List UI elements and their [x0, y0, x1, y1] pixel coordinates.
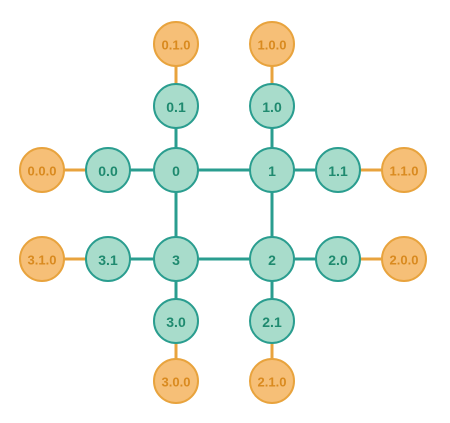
node-circle [249, 21, 295, 67]
node-circle [153, 236, 199, 282]
node-circle [315, 236, 361, 282]
node-2-1-0: 2.1.0 [249, 358, 295, 404]
node-label: 3 [172, 252, 180, 268]
node-label: 0.1.0 [162, 38, 191, 53]
node-label: 2.1.0 [258, 375, 287, 390]
node-2-0: 2.0 [315, 236, 361, 282]
node-circle [19, 147, 65, 193]
node-circle [153, 298, 199, 344]
edges-layer [42, 44, 404, 381]
node-2-1: 2.1 [249, 298, 295, 344]
node-circle [381, 147, 427, 193]
node-2: 2 [249, 236, 295, 282]
node-circle [153, 358, 199, 404]
node-label: 3.0.0 [162, 375, 191, 390]
node-circle [249, 83, 295, 129]
node-3-1: 3.1 [85, 236, 131, 282]
node-label: 3.1 [98, 252, 118, 268]
node-circle [85, 147, 131, 193]
node-label: 1.0.0 [258, 38, 287, 53]
node-label: 2 [268, 252, 276, 268]
node-3-1-0: 3.1.0 [19, 236, 65, 282]
node-circle [249, 147, 295, 193]
node-0-0-0: 0.0.0 [19, 147, 65, 193]
node-label: 0.0.0 [28, 164, 57, 179]
node-1: 1 [249, 147, 295, 193]
node-label: 0.1 [166, 99, 186, 115]
node-label: 1 [268, 163, 276, 179]
node-label: 3.0 [166, 314, 186, 330]
node-3-0-0: 3.0.0 [153, 358, 199, 404]
node-circle [153, 147, 199, 193]
node-circle [153, 21, 199, 67]
node-label: 0.0 [98, 163, 118, 179]
node-0-1: 0.1 [153, 83, 199, 129]
node-label: 1.1 [328, 163, 348, 179]
node-label: 1.0 [262, 99, 282, 115]
node-circle [381, 236, 427, 282]
node-3-0: 3.0 [153, 298, 199, 344]
node-1-1: 1.1 [315, 147, 361, 193]
node-label: 3.1.0 [28, 253, 57, 268]
node-circle [19, 236, 65, 282]
node-1-0: 1.0 [249, 83, 295, 129]
node-2-0-0: 2.0.0 [381, 236, 427, 282]
node-0: 0 [153, 147, 199, 193]
node-label: 0 [172, 163, 180, 179]
node-circle [249, 358, 295, 404]
node-label: 2.0.0 [390, 253, 419, 268]
node-label: 2.0 [328, 252, 348, 268]
node-circle [85, 236, 131, 282]
node-circle [249, 298, 295, 344]
node-label: 1.1.0 [390, 164, 419, 179]
node-3: 3 [153, 236, 199, 282]
node-label: 2.1 [262, 314, 282, 330]
node-1-1-0: 1.1.0 [381, 147, 427, 193]
node-circle [249, 236, 295, 282]
node-circle [153, 83, 199, 129]
node-1-0-0: 1.0.0 [249, 21, 295, 67]
node-0-1-0: 0.1.0 [153, 21, 199, 67]
node-0-0: 0.0 [85, 147, 131, 193]
node-circle [315, 147, 361, 193]
nodes-layer: 0 1 2 3 0.0 0.1 1.0 1.1 2.0 2.1 3.0 3.1 0.0.0 0.1.0 1.… [19, 21, 427, 404]
